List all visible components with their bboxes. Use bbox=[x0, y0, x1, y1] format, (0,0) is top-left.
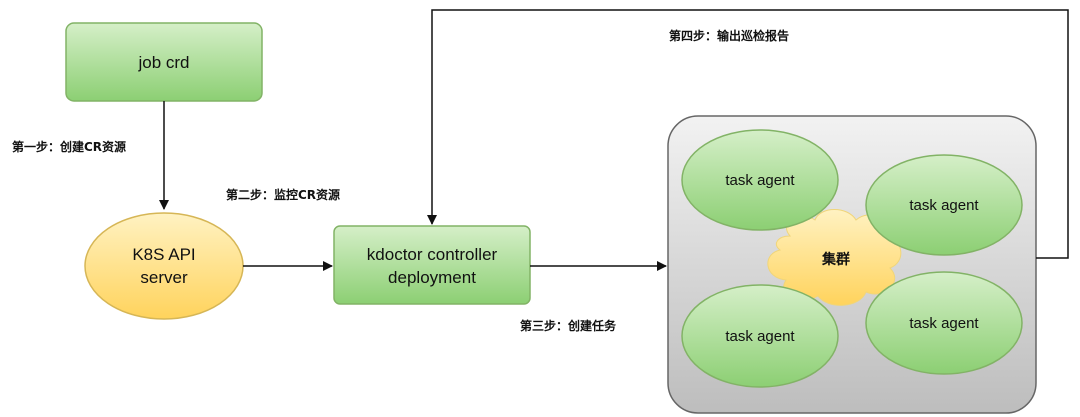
task-agent-2: task agent bbox=[865, 154, 1023, 256]
kdoctor-controller-node: kdoctor controller deployment bbox=[333, 225, 531, 305]
task-agent-4: task agent bbox=[865, 271, 1023, 375]
task-agent-label: task agent bbox=[725, 328, 795, 345]
task-agent-label: task agent bbox=[909, 315, 979, 332]
k8s-api-server-node: K8S API server bbox=[84, 212, 244, 320]
step3-label: 第三步：创建任务 bbox=[520, 318, 617, 333]
kdoctor-label-line1: kdoctor controller bbox=[367, 245, 498, 264]
job-crd-label: job crd bbox=[137, 53, 189, 72]
task-agent-1: task agent bbox=[681, 129, 839, 231]
cluster-cloud: 集群 bbox=[767, 209, 902, 306]
task-agent-label: task agent bbox=[909, 197, 979, 214]
kdoctor-label-line2: deployment bbox=[388, 268, 476, 287]
cluster-label: 集群 bbox=[821, 251, 850, 268]
step4-label: 第四步：输出巡检报告 bbox=[669, 28, 789, 43]
k8s-api-label-line1: K8S API bbox=[132, 245, 195, 264]
task-agent-3: task agent bbox=[681, 284, 839, 388]
step2-label: 第二步：监控CR资源 bbox=[226, 187, 340, 202]
k8s-api-label-line2: server bbox=[140, 268, 188, 287]
arrow-step4 bbox=[427, 9, 1069, 259]
task-agent-label: task agent bbox=[725, 172, 795, 189]
step1-label: 第一步：创建CR资源 bbox=[12, 139, 126, 154]
job-crd-node: job crd bbox=[65, 22, 263, 102]
